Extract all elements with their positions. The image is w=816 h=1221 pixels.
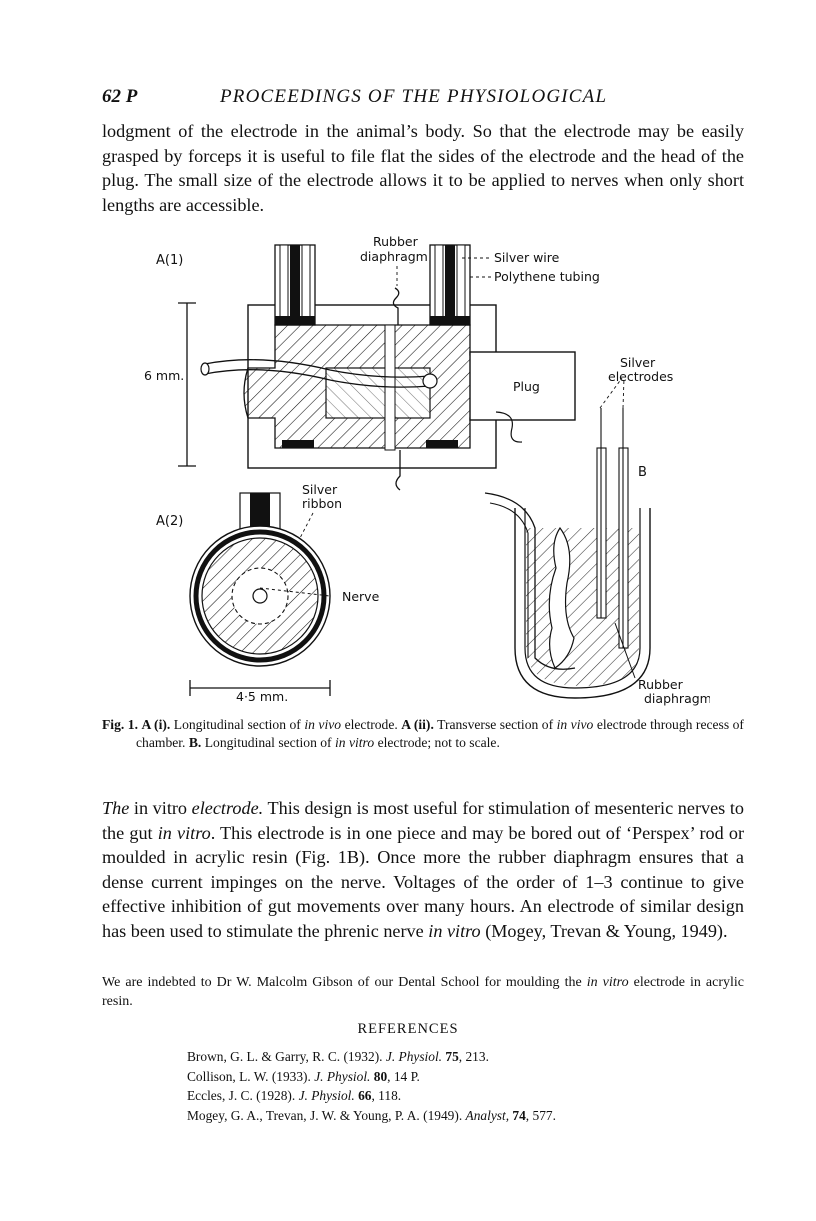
label-four-five-mm: 4·5 mm. <box>236 689 288 704</box>
reference-authors: Mogey, G. A., Trevan, J. W. & Young, P. … <box>187 1107 463 1123</box>
gut-segment <box>548 526 575 669</box>
caption-a1-text-2: electrode. <box>344 717 398 732</box>
nerve-a1 <box>204 359 431 378</box>
label-rubber-diaphragm-bottom-1: Rubber <box>638 677 684 692</box>
label-rubber-diaphragm-top-1: Rubber <box>373 234 419 249</box>
caption-a2-label: A (ii). <box>401 717 434 732</box>
label-a2: A(2) <box>156 514 183 529</box>
caption-fig-label: Fig. 1. <box>102 717 138 732</box>
label-b: B <box>638 465 647 480</box>
caption-a1-label: A (i). <box>141 717 171 732</box>
para2-text-3: (Mogey, Trevan & Young, 1949). <box>485 920 728 941</box>
caption-in-vitro: in vitro <box>335 735 375 751</box>
reference-volume: 66 <box>358 1088 372 1104</box>
label-nerve: Nerve <box>342 589 380 604</box>
figure-caption: Fig. 1. A (i). Longitudinal section of i… <box>102 716 744 753</box>
caption-b-label: B. <box>188 735 202 751</box>
label-silver-ribbon-1: Silver <box>302 482 338 497</box>
reference-authors: Eccles, J. C. (1928). <box>187 1088 296 1104</box>
caption-in-vivo-1: in vivo <box>304 717 342 732</box>
reference-volume: 80 <box>373 1068 388 1084</box>
reference-journal: Analyst, <box>465 1107 510 1123</box>
caption-a1-text-1: Longitudinal section of <box>173 717 301 732</box>
reference-item: Mogey, G. A., Trevan, J. W. & Young, P. … <box>187 1106 747 1126</box>
acknowledgement: We are indebted to Dr W. Malcolm Gibson … <box>102 974 744 1011</box>
references-list: Brown, G. L. & Garry, R. C. (1932). J. P… <box>187 1047 747 1125</box>
reference-item: Collison, L. W. (1933). J. Physiol. 80, … <box>187 1067 747 1087</box>
nerve-cross-section <box>252 588 268 604</box>
label-rubber-diaphragm-bottom-2: diaphragm <box>644 691 710 706</box>
label-plug: Plug <box>513 379 540 394</box>
reference-journal: J. Physiol. <box>298 1088 355 1104</box>
para2-in-vitro-1: in vitro <box>157 822 211 843</box>
page-number: 62 P <box>102 86 138 107</box>
para2-heading-electrode: electrode. <box>191 798 264 818</box>
ack-text-2: electrode in acrylic resin. <box>102 975 744 1009</box>
reference-journal: J. Physiol. <box>385 1049 443 1064</box>
label-polythene-tubing: Polythene tubing <box>494 269 600 284</box>
plug <box>469 351 576 421</box>
caption-in-vivo-2: in vivo <box>556 717 594 732</box>
reference-pages: , 14 P. <box>387 1068 420 1084</box>
journal-title: PROCEEDINGS OF THE PHYSIOLOGICAL <box>220 86 608 107</box>
label-silver-ribbon-2: ribbon <box>302 496 342 511</box>
reference-pages: , 577. <box>525 1107 556 1123</box>
para2-text-2: . This electrode is in one piece and may… <box>102 822 745 941</box>
label-silver-electrodes-1: Silver <box>620 355 656 370</box>
caption-b-text-1: Longitudinal section of <box>204 735 332 751</box>
reference-authors: Brown, G. L. & Garry, R. C. (1932). <box>187 1049 383 1064</box>
caption-a2-text-2: electrode through recess of chamber. <box>136 717 744 751</box>
running-head: 62 P PROCEEDINGS OF THE PHYSIOLOGICAL <box>102 86 742 112</box>
para2-heading-in-vitro: in vitro <box>133 798 188 818</box>
reference-item: Eccles, J. C. (1928). J. Physiol. 66, 11… <box>187 1086 747 1106</box>
ack-in-vitro: in vitro <box>586 975 629 990</box>
body-paragraph-2: The in vitro electrode. This design is m… <box>102 796 744 944</box>
figure-1-diagram: A(1) A(2) B Rubber diaphragm Silver wire… <box>144 234 710 706</box>
reference-pages: , 213. <box>458 1049 489 1064</box>
a2-transverse-section <box>189 492 331 696</box>
reference-pages: , 118. <box>371 1088 402 1104</box>
reference-journal: J. Physiol. <box>314 1068 371 1084</box>
label-silver-electrodes-2: electrodes <box>608 369 673 384</box>
label-a1: A(1) <box>156 253 183 268</box>
reference-authors: Collison, L. W. (1933). <box>187 1068 311 1084</box>
reference-item: Brown, G. L. & Garry, R. C. (1932). J. P… <box>187 1047 747 1067</box>
caption-b-text-2: electrode; not to scale. <box>377 735 500 751</box>
reference-volume: 75 <box>445 1049 459 1064</box>
para2-in-vitro-2: in vitro <box>428 920 481 941</box>
label-silver-wire: Silver wire <box>494 250 560 265</box>
para2-text-1: This design is most useful for stimulati… <box>102 798 745 843</box>
body-paragraph-1: lodgment of the electrode in the animal’… <box>102 121 744 215</box>
ack-text-1: We are indebted to Dr W. Malcolm Gibson … <box>102 975 582 990</box>
label-rubber-diaphragm-top-2: diaphragm <box>360 249 428 264</box>
para2-heading-the: The <box>102 798 130 818</box>
references-heading: REFERENCES <box>357 1021 459 1037</box>
label-six-mm: 6 mm. <box>144 368 184 383</box>
caption-a2-text-1: Transverse section of <box>437 717 554 732</box>
reference-volume: 74 <box>512 1107 526 1123</box>
b-in-vitro-section <box>484 377 651 699</box>
a1-longitudinal-section <box>178 244 576 491</box>
